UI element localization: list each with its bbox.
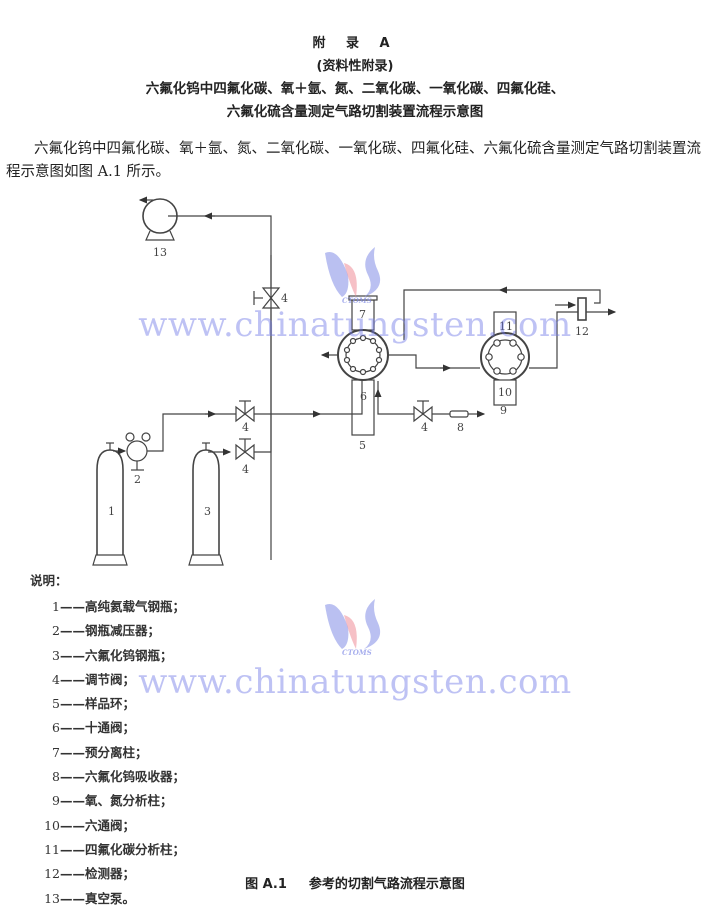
legend-item: 13——真空泵。	[44, 890, 136, 906]
vacuum-pump-13: 13	[138, 196, 178, 259]
legend: 说明： 1——高纯氦载气钢瓶； 2——钢瓶减压器； 3——六氟化钨钢瓶； 4——…	[30, 570, 185, 911]
legend-item: 4——调节阀；	[52, 671, 136, 687]
legend-item: 6——十通阀；	[52, 720, 136, 736]
legend-item: 2——钢瓶减压器；	[52, 623, 161, 639]
svg-text:12: 12	[575, 325, 589, 338]
svg-text:1: 1	[108, 505, 115, 518]
svg-text:4: 4	[242, 463, 249, 476]
title-line-1: 六氟化钨中四氟化碳、氧＋氩、氮、二氧化碳、一氧化碳、四氟化硅、	[145, 81, 565, 97]
svg-text:3: 3	[204, 505, 211, 518]
legend-item: 9——氧、氮分析柱；	[52, 793, 173, 809]
pressure-reducer-2: 2	[125, 432, 151, 486]
legend-item: 3——六氟化钨钢瓶；	[52, 647, 173, 663]
legend-item: 7——预分离柱；	[52, 744, 148, 760]
legend-item: 8——六氟化钨吸收器；	[52, 769, 186, 785]
legend-item: 12——检测器；	[44, 866, 136, 882]
svg-text:5: 5	[359, 439, 366, 452]
ten-port-valve-6: 7 6 5	[337, 295, 389, 452]
svg-text:7: 7	[359, 308, 366, 321]
svg-text:11: 11	[499, 320, 513, 333]
ctoms-logo-icon: CTOMS	[325, 599, 381, 655]
title-line-2: 六氟化硫含量测定气路切割装置流程示意图	[226, 104, 484, 120]
svg-text:9: 9	[500, 404, 507, 417]
svg-text:8: 8	[457, 421, 464, 434]
helium-cylinder-1: 1	[92, 442, 128, 566]
figure-caption: 图 A.1 参考的切割气路流程示意图	[0, 873, 710, 892]
svg-text:2: 2	[134, 473, 141, 486]
valve-4-absorber: 4	[413, 400, 433, 434]
flow-diagram: 13 4 1 2 4	[92, 196, 617, 566]
legend-item: 10——六通阀；	[44, 817, 136, 833]
svg-text:4: 4	[281, 292, 288, 305]
appendix-type: (资料性附录)	[316, 59, 394, 74]
legend-header: 说明：	[30, 573, 68, 588]
figure-title: 参考的切割气路流程示意图	[308, 877, 465, 892]
six-port-valve-10: 11 10 9	[480, 311, 530, 417]
svg-text:4: 4	[421, 421, 428, 434]
valve-4-carrier: 4	[235, 400, 255, 434]
valve-4-sample: 4	[235, 438, 255, 476]
detector-12: 12	[575, 297, 589, 338]
figure-number: 图 A.1	[245, 877, 287, 892]
svg-text:10: 10	[498, 386, 512, 399]
appendix-label: 附 录 A	[312, 36, 398, 51]
legend-item: 11——四氟化碳分析柱；	[44, 841, 186, 857]
svg-text:6: 6	[360, 390, 367, 403]
intro-paragraph: 六氟化钨中四氟化碳、氧＋氩、氮、二氧化碳、一氧化碳、四氟化硅、六氟化硫含量测定气…	[6, 141, 701, 180]
svg-text:CTOMS: CTOMS	[342, 648, 372, 655]
svg-text:4: 4	[242, 421, 249, 434]
wf6-cylinder-3: 3	[188, 442, 224, 566]
legend-item: 1——高纯氦载气钢瓶；	[52, 599, 186, 614]
wf6-absorber-8: 8	[449, 410, 469, 434]
label-13: 13	[153, 246, 167, 259]
legend-item: 5——样品环；	[52, 696, 136, 712]
